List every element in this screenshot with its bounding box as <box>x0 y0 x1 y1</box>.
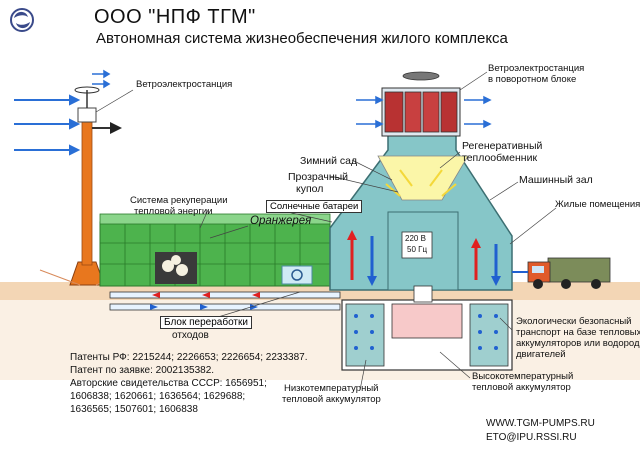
label-eco-transport-3: аккумуляторов или водородных <box>516 338 640 349</box>
label-eco-transport-2: транспорт на базе тепловых <box>516 327 640 338</box>
patents-line-5: 1636565; 1507601; 1606838 <box>70 404 198 415</box>
label-heat-recovery-1: Система рекуперации <box>130 195 228 206</box>
label-voltage-2: 50 Гц <box>407 245 428 254</box>
patents-line-1: Патенты РФ: 2215244; 2226653; 2226654; 2… <box>70 352 308 363</box>
label-low-temp-acc-1: Низкотемпературный <box>284 383 379 394</box>
patents-line-4: 1606838; 1620661; 1636564; 1629688; <box>70 391 246 402</box>
page-subtitle: Автономная система жизнеобеспечения жило… <box>96 30 508 47</box>
heat-recovery-ducts <box>109 291 341 311</box>
leader-lines <box>95 71 557 391</box>
label-dome-1: Прозрачный <box>288 171 349 183</box>
left-wind-tower <box>39 86 131 286</box>
greenhouse-building <box>99 213 331 287</box>
contact-email[interactable]: ETO@IPU.RSSI.RU <box>486 432 577 443</box>
company-title: ООО "НПФ ТГМ" <box>94 6 256 28</box>
label-wind-station-right-2: в поворотном блоке <box>488 74 577 85</box>
label-eco-transport-4: двигателей <box>516 349 566 360</box>
label-wind-station-right-1: Ветроэлектростанция <box>488 63 585 74</box>
label-greenhouse: Оранжерея <box>250 215 312 227</box>
label-low-temp-acc-2: тепловой аккумулятор <box>282 394 381 405</box>
truck-icon <box>512 257 611 289</box>
label-winter-garden: Зимний сад <box>300 155 358 167</box>
label-voltage-1: 220 В <box>405 234 426 243</box>
label-dome-2: купол <box>296 183 324 195</box>
label-living-rooms: Жилые помещения <box>555 199 640 210</box>
label-eco-transport-1: Экологически безопасный <box>516 316 632 327</box>
label-high-temp-acc-2: тепловой аккумулятор <box>472 382 571 393</box>
label-wind-station-left: Ветроэлектростанция <box>136 79 233 90</box>
label-waste-block-2: отходов <box>172 330 209 341</box>
patents-line-3: Авторские свидетельства СССР: 1656951; <box>70 378 267 389</box>
underground-accumulators <box>341 285 513 371</box>
label-high-temp-acc-1: Высокотемпературный <box>472 371 574 382</box>
contact-website[interactable]: WWW.TGM-PUMPS.RU <box>486 418 595 429</box>
wind-arrows-top <box>92 69 111 89</box>
label-machine-hall: Машинный зал <box>519 174 593 186</box>
rotating-wind-block <box>356 71 492 137</box>
company-logo <box>10 8 34 32</box>
wind-arrows-left <box>14 94 81 156</box>
label-heat-recovery-2: тепловой энергии <box>134 206 213 217</box>
label-regen-hx-1: Регенеративный <box>462 140 543 152</box>
patents-line-2: Патент по заявке: 2002135382. <box>70 365 215 376</box>
label-solar-batteries: Солнечные батареи <box>266 200 363 213</box>
light-rays <box>385 169 457 197</box>
ground-subsurface <box>0 300 640 380</box>
label-regen-hx-2: теплообменник <box>462 152 538 164</box>
label-waste-block-1: Блок переработки <box>160 316 252 329</box>
